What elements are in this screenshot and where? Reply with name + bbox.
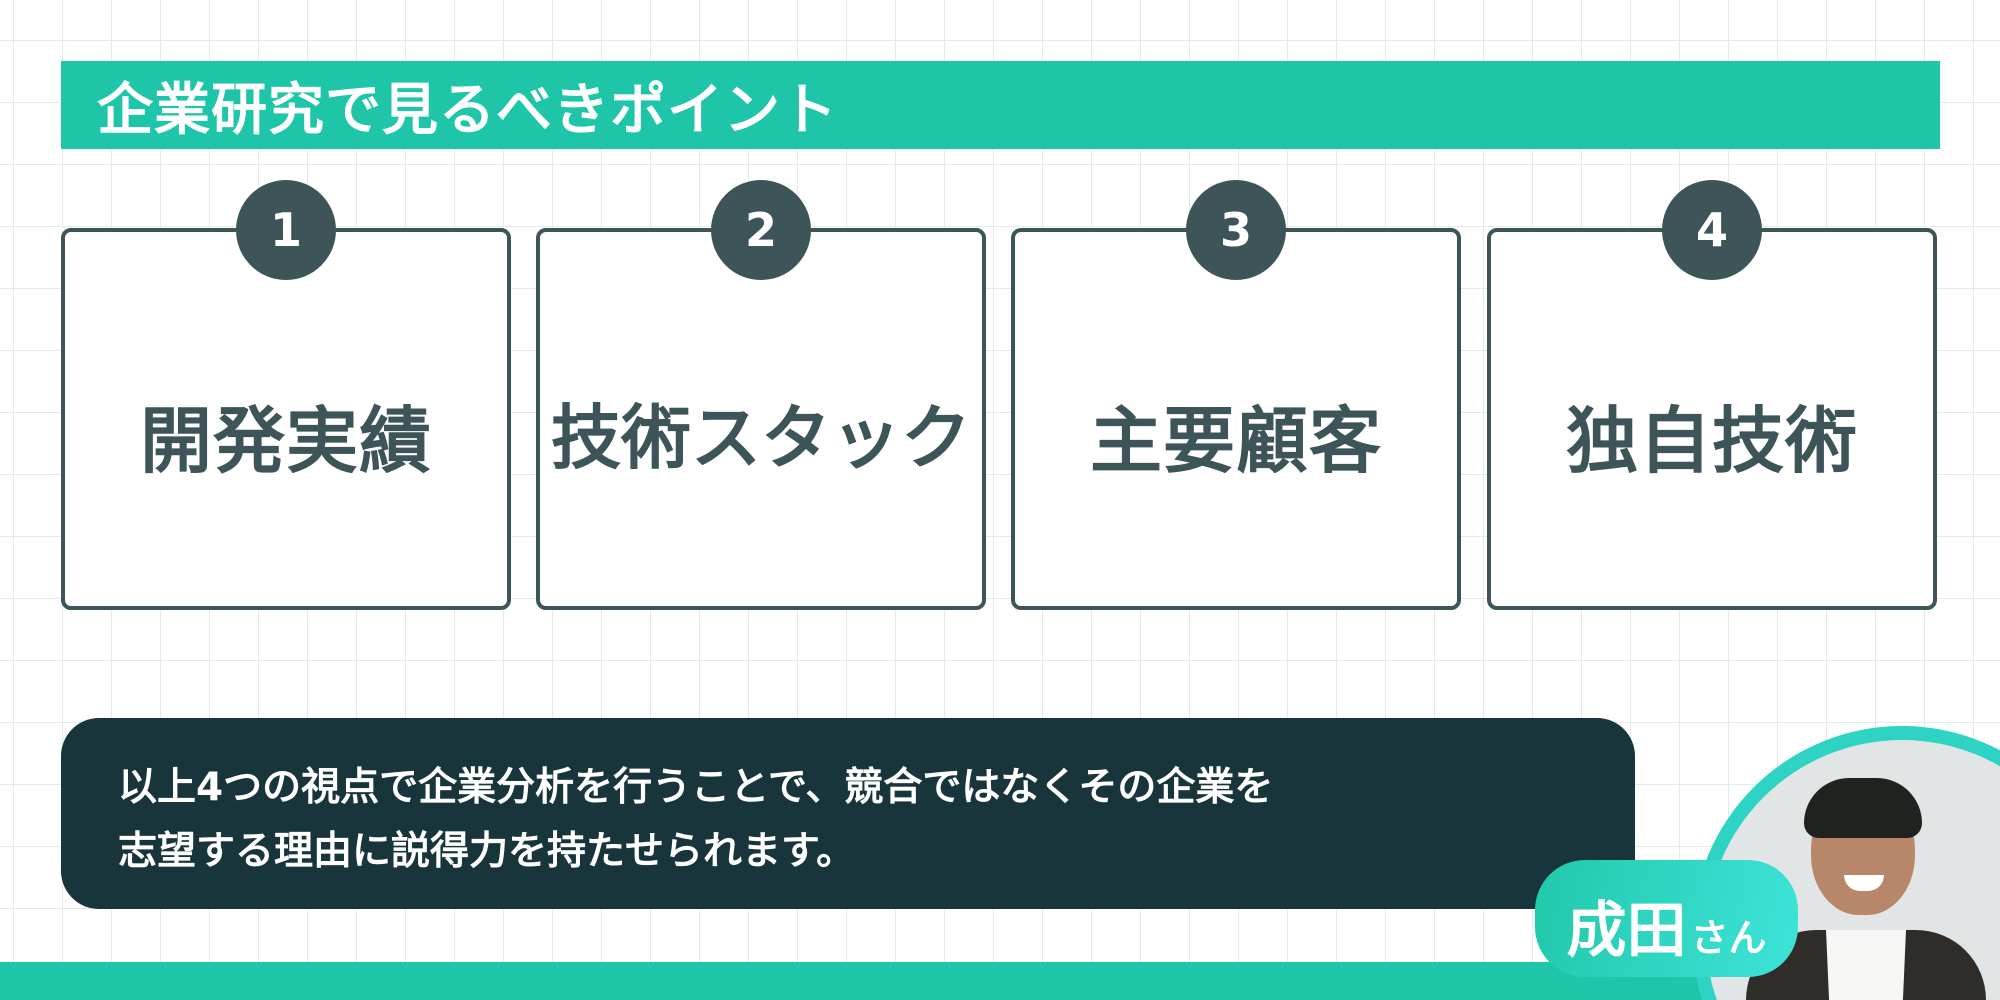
point-card-3: 3 主要顧客 <box>1011 180 1461 610</box>
person-hair <box>1804 778 1922 838</box>
card-label: 主要顧客 <box>1089 399 1382 483</box>
summary-box: 以上4つの視点で企業分析を行うことで、競合ではなくその企業を 志望する理由に説得… <box>61 718 1635 909</box>
speaker-honorific: さん <box>1690 916 1767 960</box>
person-shirt <box>1826 930 1906 1000</box>
summary-line-1: 以上4つの視点で企業分析を行うことで、競合ではなくその企業を <box>118 765 1274 810</box>
page-title: 企業研究で見るべきポイント <box>97 77 838 143</box>
number-badge: 2 <box>711 180 811 280</box>
point-card-1: 1 開発実績 <box>61 180 511 610</box>
number-badge: 1 <box>236 180 336 280</box>
speaker-name: 成田 <box>1566 896 1687 966</box>
point-card-2: 2 技術スタック <box>536 180 986 610</box>
card-label: 技術スタック <box>551 397 971 479</box>
point-card-4: 4 独自技術 <box>1487 180 1937 610</box>
number-badge: 3 <box>1186 180 1286 280</box>
speaker-name-tag: 成田 さん <box>1535 860 1798 977</box>
summary-line-2: 志望する理由に説得力を持たせられます。 <box>118 829 856 874</box>
title-banner: 企業研究で見るべきポイント <box>61 61 1940 149</box>
number-badge: 4 <box>1662 180 1762 280</box>
card-label: 開発実績 <box>139 399 432 483</box>
card-label: 独自技術 <box>1565 399 1858 483</box>
person-smile <box>1844 875 1884 891</box>
